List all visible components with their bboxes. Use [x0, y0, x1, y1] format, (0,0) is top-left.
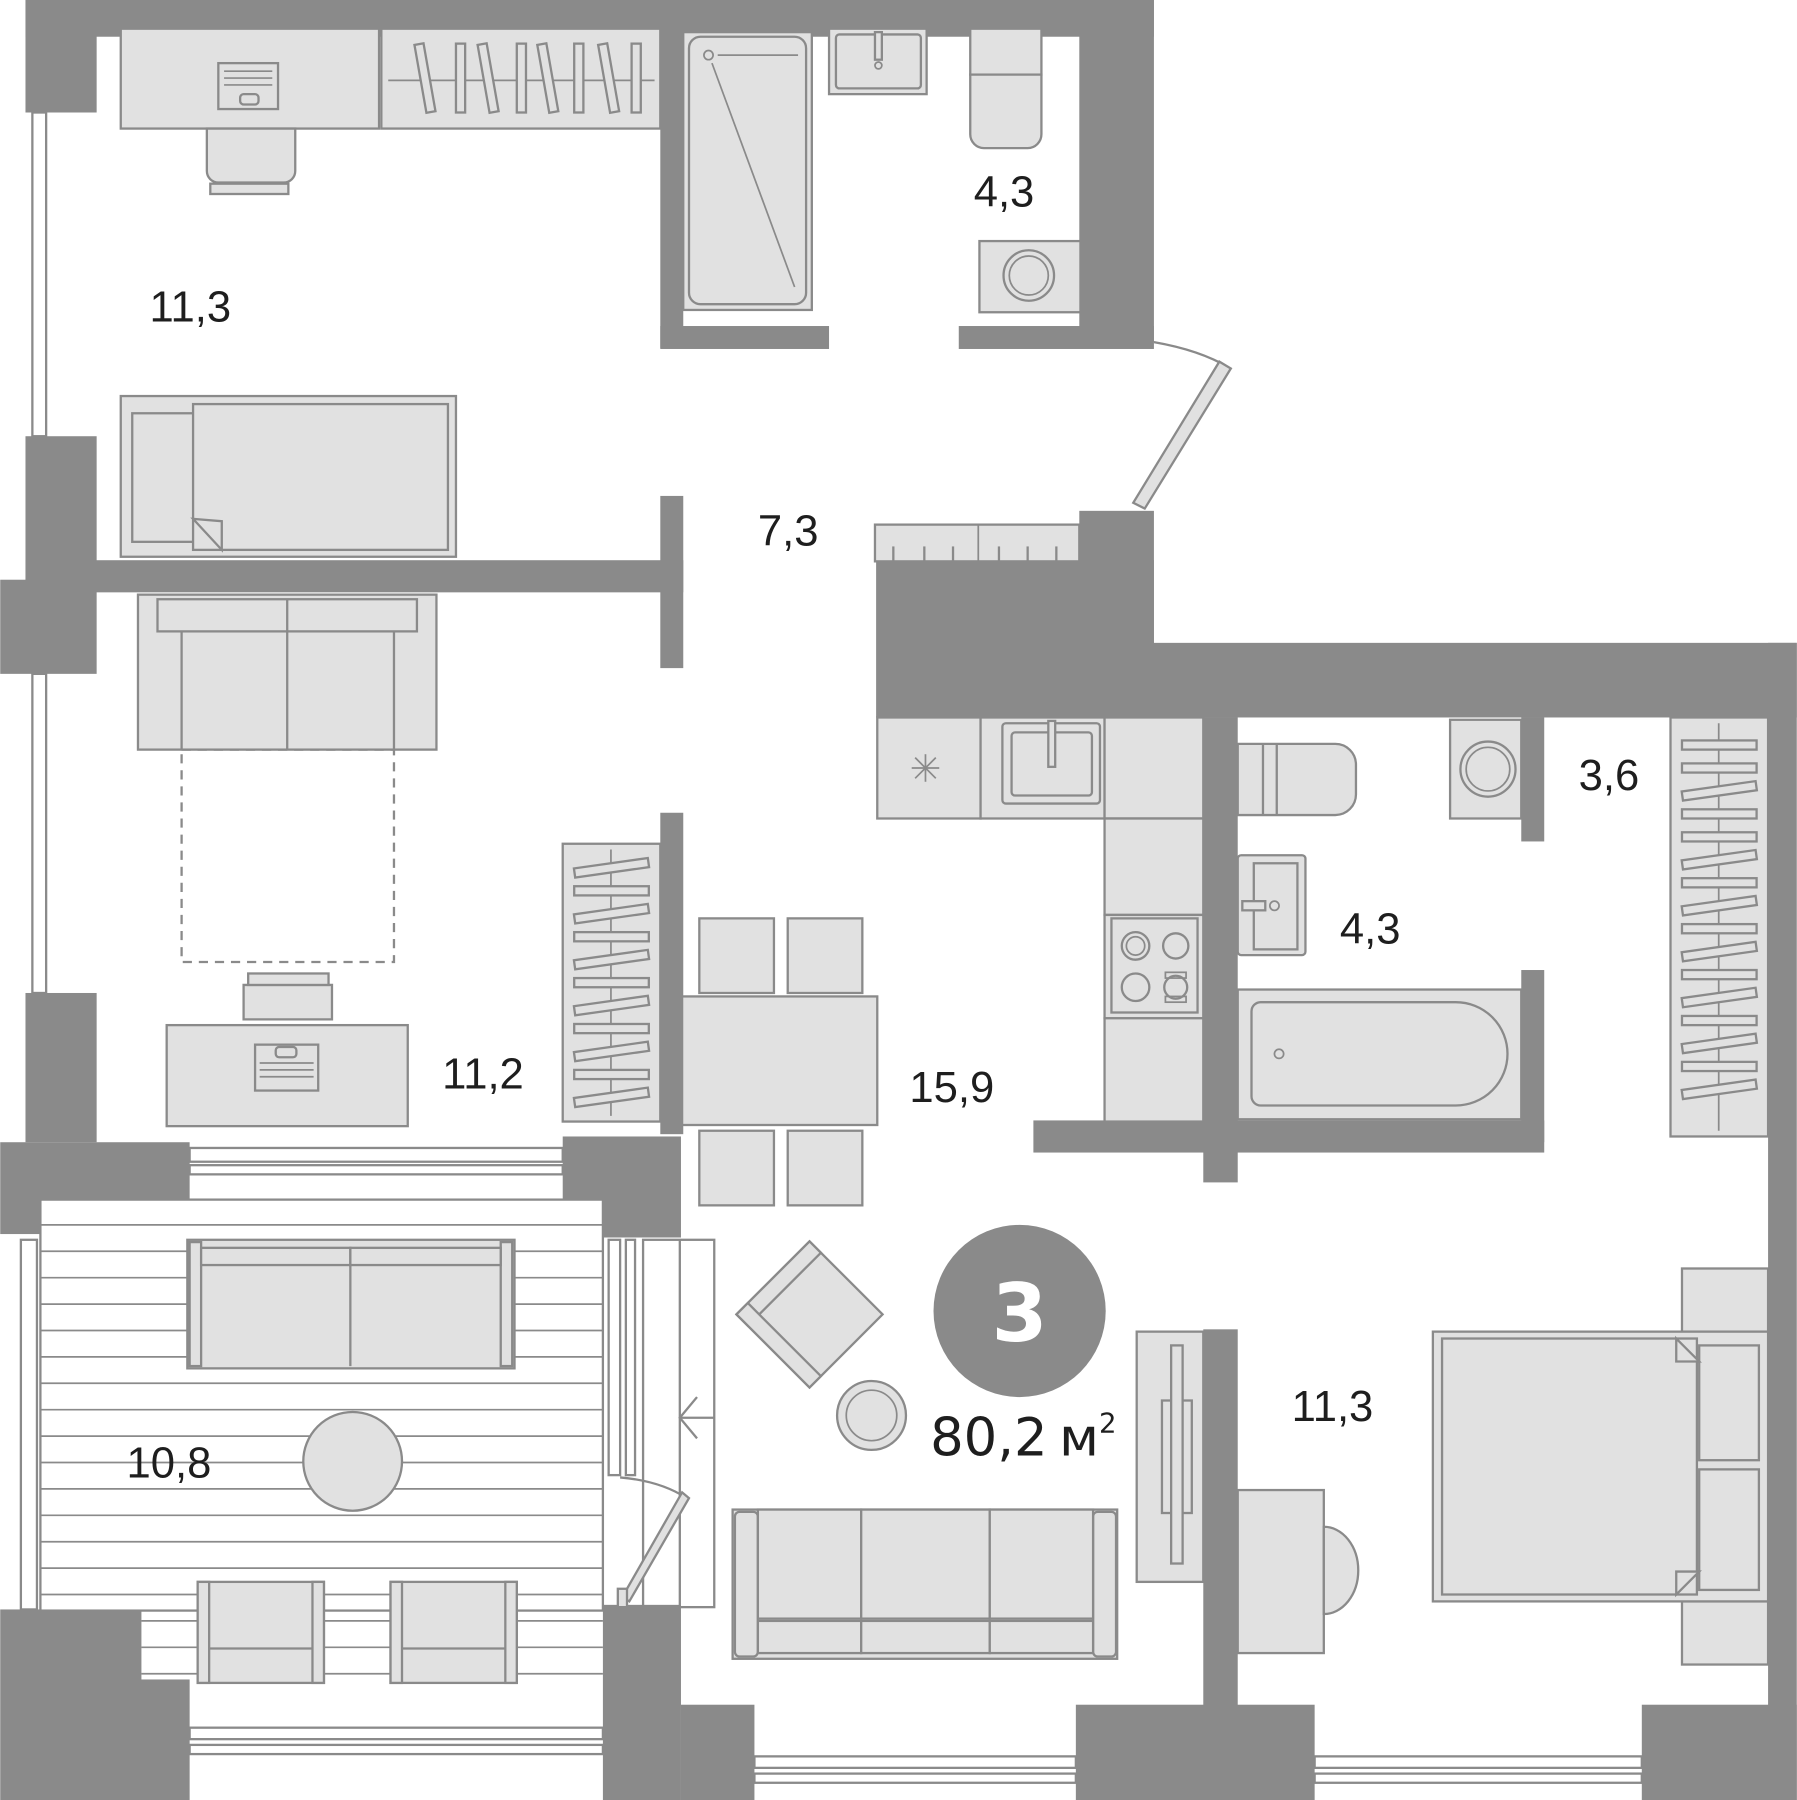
room-area-bathroom-top: 4,3: [974, 169, 1035, 217]
room-area-bathroom-right: 4,3: [1340, 906, 1401, 954]
desk-top-left: [119, 27, 381, 196]
entrance-door: [1131, 340, 1233, 511]
desk-middle-left: [165, 972, 409, 1128]
room-area-hallway: 7,3: [758, 507, 819, 555]
hallway-cabinet: [873, 523, 1081, 563]
washing-machine-top: [978, 239, 1082, 314]
balcony-table: [302, 1410, 404, 1512]
room-area-balcony: 10,8: [126, 1439, 211, 1487]
wardrobe-right: [1669, 716, 1770, 1138]
sink-top-bath: [827, 27, 928, 96]
rooms-count: 3: [992, 1266, 1048, 1360]
dining-set: [680, 917, 879, 1207]
balcony-armchairs: [196, 1580, 518, 1685]
sofa-bed-middle-left: [136, 593, 438, 964]
room-area-bedroom-top-left: 11,3: [149, 283, 231, 331]
bathtub-right: [1236, 988, 1523, 1121]
sofa-living: [731, 1508, 1119, 1660]
room-area-bedroom-bottom-right: 11,3: [1292, 1383, 1374, 1431]
room-area-kitchen-living: 15,9: [909, 1064, 994, 1112]
bed-top-left: [119, 394, 458, 558]
sink-right-bath: [1236, 854, 1307, 957]
desk-bottom-right: [1236, 1488, 1360, 1655]
wardrobe-top: [380, 27, 662, 130]
bed-bottom-right: [1431, 1267, 1770, 1666]
toilet-top-bath: [969, 27, 1043, 150]
side-table: [835, 1379, 908, 1452]
balcony-door: [607, 1238, 716, 1609]
rooms-count-badge: 3: [933, 1224, 1106, 1398]
armchair-living: [734, 1239, 885, 1390]
washing-machine-right: [1448, 718, 1523, 820]
wardrobe-middle: [561, 842, 662, 1123]
toilet-right-bath: [1236, 742, 1358, 817]
bathtub-top: [682, 30, 813, 312]
room-area-wardrobe: 3,6: [1579, 752, 1640, 800]
tv-unit: [1135, 1330, 1205, 1584]
room-area-bedroom-middle-left: 11,2: [442, 1050, 524, 1098]
windows: [19, 111, 1643, 1784]
balcony-sofa: [186, 1238, 516, 1370]
kitchen-counter: [876, 716, 1205, 1123]
